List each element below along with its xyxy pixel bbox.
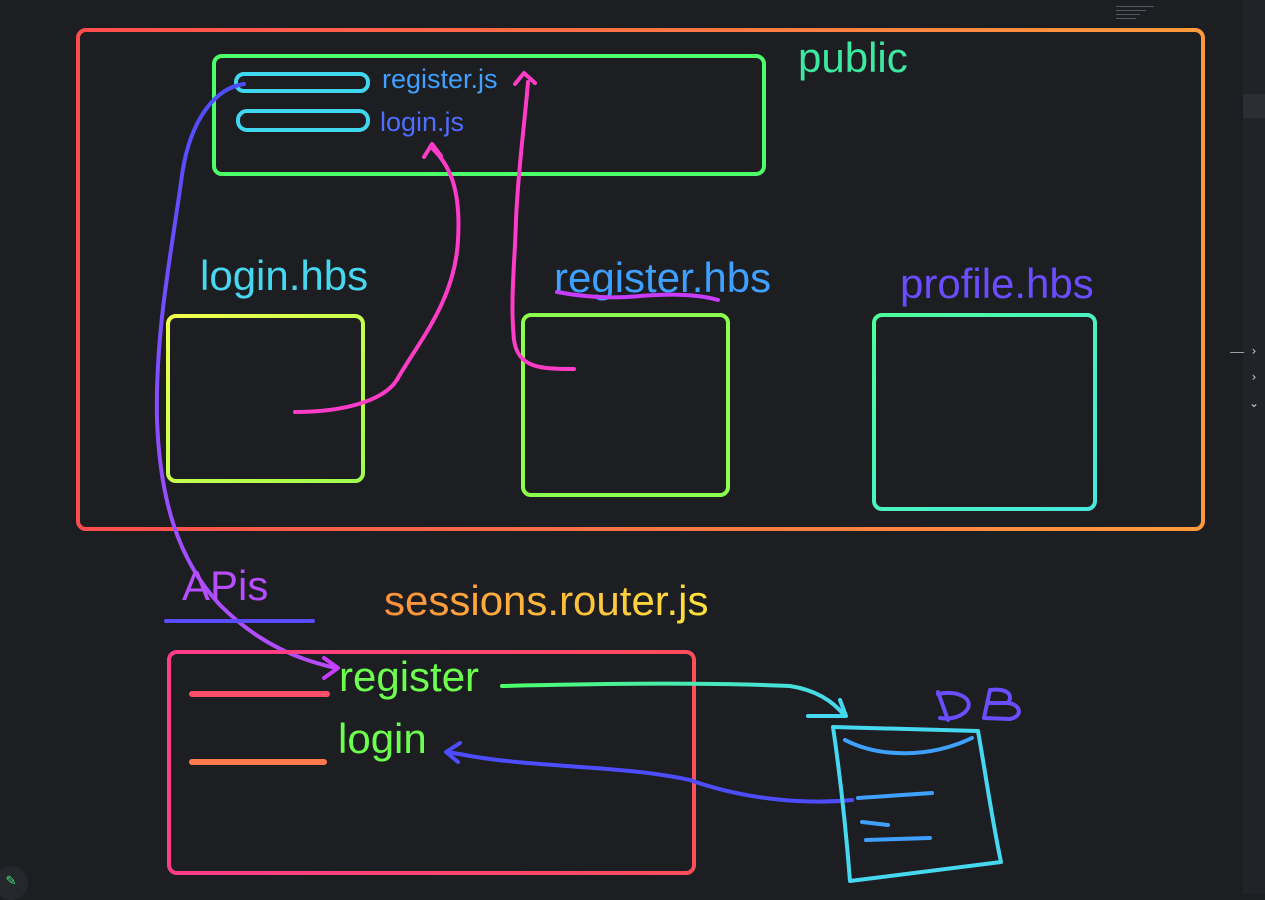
db-line-1 <box>843 736 974 756</box>
sessions-router-label: sessions.router.js <box>384 577 708 624</box>
chevron-down-icon[interactable]: ⌄ <box>1248 396 1260 410</box>
right-rail <box>1243 0 1265 894</box>
login-route-arrow-head <box>444 741 462 764</box>
db-arrow-head <box>806 698 848 718</box>
router-box <box>167 650 696 875</box>
register-to-db-arrow <box>500 681 847 718</box>
db-line-4 <box>864 836 932 842</box>
register-arrow-head <box>513 71 537 86</box>
public-label: public <box>798 34 908 81</box>
rail-marker <box>1230 352 1244 353</box>
scrollbar-thumb[interactable] <box>1243 94 1265 118</box>
apis-label: APis <box>182 562 268 609</box>
db-container-sketch <box>831 725 1003 883</box>
minimap[interactable] <box>1116 6 1160 36</box>
chevron-right-icon[interactable]: › <box>1251 344 1257 358</box>
login-hbs-box <box>166 314 365 483</box>
db-line-2 <box>856 791 934 800</box>
db-line-3 <box>860 820 890 827</box>
js-files-box <box>212 54 766 176</box>
profile-hbs-box <box>872 313 1097 511</box>
register-js-label: register.js <box>382 64 498 94</box>
register-hbs-box <box>521 313 730 497</box>
login-route-label: login <box>338 715 427 762</box>
register-hbs-underline <box>555 290 720 302</box>
login-to-loginjs-arrow <box>293 146 461 414</box>
profile-hbs-label: profile.hbs <box>900 260 1094 307</box>
public-container <box>76 28 1205 531</box>
login-js-label: login.js <box>380 107 464 137</box>
pencil-icon[interactable]: ✎ <box>0 866 28 900</box>
login-hbs-label: login.hbs <box>200 252 368 299</box>
db-to-login-arrow <box>446 750 854 804</box>
login-js-bar <box>236 109 370 132</box>
db-handwritten-label <box>936 687 1021 722</box>
registerjs-to-register-route-arrow <box>154 82 338 670</box>
chevron-right-icon[interactable]: › <box>1251 370 1257 384</box>
login-arrow-head <box>422 142 443 159</box>
register-route-arrow-head <box>322 656 340 680</box>
register-js-bar <box>234 72 370 93</box>
register-route-label: register <box>339 653 479 700</box>
register-to-registerjs-arrow <box>510 80 576 371</box>
